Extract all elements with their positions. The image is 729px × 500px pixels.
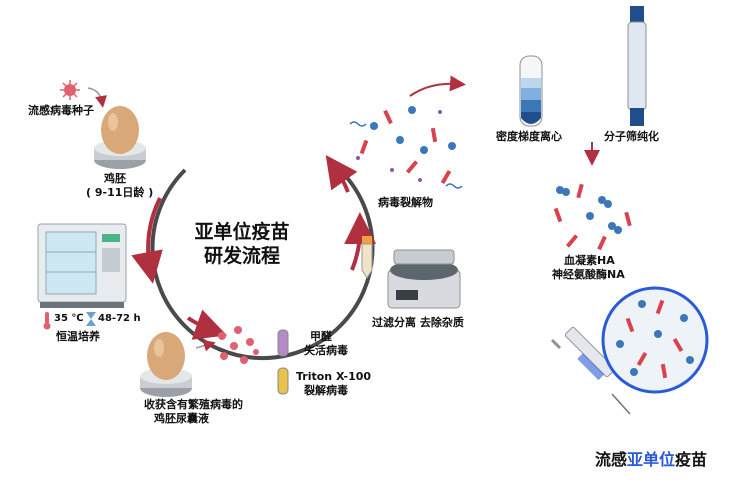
density-label: 密度梯度离心 [496, 130, 562, 143]
title-line-2: 研发流程 [203, 245, 280, 267]
process-ring [131, 154, 377, 361]
final-prefix: 流感 [595, 450, 628, 469]
na-label: 神经氨酸酶NA [552, 268, 625, 281]
chromatography-column-icon [627, 6, 647, 126]
syringe-icon [550, 326, 631, 415]
final-highlight: 亚单位 [627, 450, 676, 469]
hourglass-icon [86, 312, 96, 326]
formaldehyde-tube-icon [277, 329, 289, 357]
formaldehyde-label: 甲醛 [310, 330, 332, 343]
triton-label: Triton X-100 [296, 370, 372, 383]
centrifuge-icon [387, 249, 461, 309]
sieve-label: 分子筛纯化 [604, 130, 659, 143]
title-line-1: 亚单位疫苗 [194, 221, 290, 243]
duration-label: 48-72 h [98, 313, 141, 324]
seed-label: 流感病毒种子 [28, 104, 94, 117]
harvest-label-line-2: 鸡胚尿囊液 [154, 412, 209, 425]
lyse-label: 裂解病毒 [304, 384, 348, 397]
harvest-egg-icon [140, 332, 192, 397]
harvest-label-line-1: 收获含有繁殖病毒的 [144, 398, 243, 411]
inactivate-label: 失活病毒 [304, 344, 348, 357]
density-gradient-tube-icon [519, 55, 543, 127]
magnified-vaccine-icon [601, 286, 709, 394]
egg-label: 鸡胚 [104, 172, 126, 185]
incubator-icon [37, 223, 127, 308]
triton-tube-icon [277, 367, 289, 395]
temperature-label: 35 ℃ [54, 313, 84, 324]
ha-label: 血凝素HA [564, 254, 615, 267]
diagram-title: 亚单位疫苗 研发流程 [187, 220, 297, 268]
egg-age-label: ( 9-11日龄 ) [86, 186, 154, 199]
filter-label: 过滤分离 去除杂质 [372, 316, 464, 329]
egg-on-stand-icon [94, 106, 146, 169]
thermometer-icon [43, 312, 51, 330]
final-suffix: 疫苗 [675, 450, 708, 469]
falcon-tube-icon [361, 236, 373, 279]
lysate-fragments-icon [349, 106, 463, 189]
ha-na-proteins-icon [553, 183, 632, 251]
virus-seed-icon [60, 80, 80, 100]
lysate-label: 病毒裂解物 [378, 196, 433, 209]
virus-cluster-icon [218, 326, 259, 364]
incubate-label: 恒温培养 [56, 330, 100, 343]
final-vaccine-label: 流感亚单位疫苗 [595, 446, 707, 470]
